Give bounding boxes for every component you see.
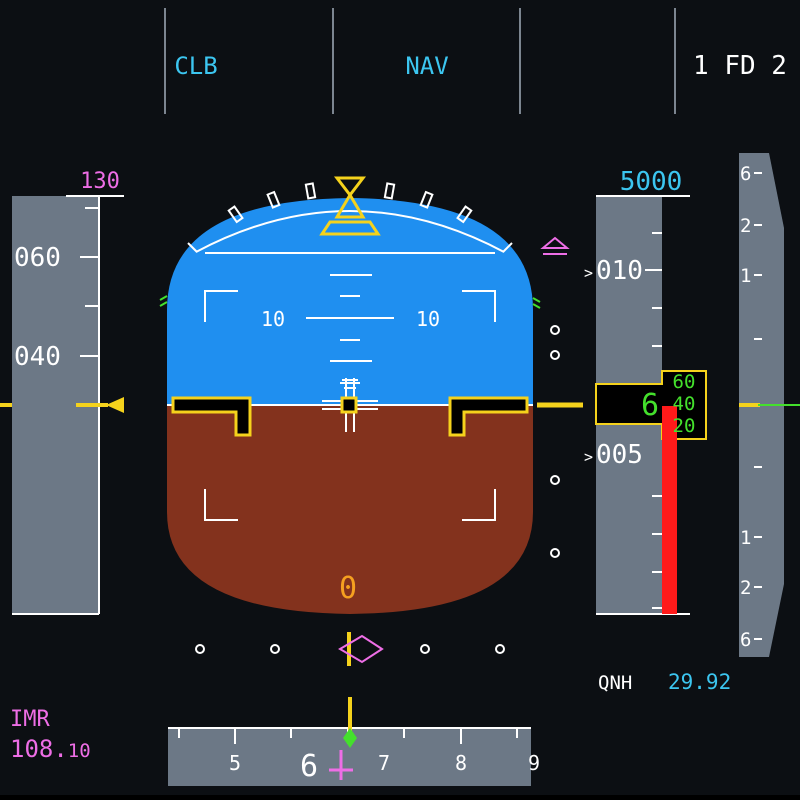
altitude-tape-label: 010 bbox=[596, 256, 643, 286]
speed-tape-ticks bbox=[80, 207, 99, 357]
vertical-deviation-dots bbox=[550, 325, 560, 558]
heading-label: 6 bbox=[300, 749, 318, 784]
vsi-label: 1 bbox=[740, 527, 751, 549]
altitude-drum-value: 20 bbox=[673, 415, 696, 437]
ground-reference-bar bbox=[662, 406, 677, 614]
localizer-diamond-icon bbox=[338, 634, 384, 664]
altitude-readout-hundreds: 6 bbox=[641, 388, 659, 423]
selected-altitude: 5000 bbox=[620, 167, 683, 197]
speed-tape-label: 040 bbox=[14, 342, 61, 372]
speed-tape: 130 060 040 bbox=[0, 169, 168, 615]
track-diamond-icon bbox=[343, 728, 357, 748]
radio-altitude-readout: 0 bbox=[339, 571, 357, 606]
heading-label: 5 bbox=[229, 751, 241, 775]
vertical-deviation-top-icon bbox=[540, 236, 570, 249]
pitch-label-left: 10 bbox=[261, 307, 285, 331]
pitch-label-right: 10 bbox=[416, 307, 440, 331]
altitude-readout-window bbox=[595, 370, 707, 440]
lateral-deviation-scale bbox=[195, 632, 505, 666]
nav-info: IMR 108.10 bbox=[10, 707, 91, 763]
heading-label-partial: 9 bbox=[528, 751, 540, 775]
slip-marker-left bbox=[159, 295, 168, 307]
bank-pointer-icon bbox=[319, 176, 381, 236]
vsi-label: 2 bbox=[740, 215, 751, 237]
speed-pointer-icon bbox=[106, 397, 124, 413]
altitude-tape-label: 005 bbox=[596, 440, 643, 470]
aircraft-symbol bbox=[171, 396, 529, 437]
speed-target-value: 130 bbox=[80, 169, 120, 194]
vsi-label: 6 bbox=[740, 163, 751, 185]
altitude-drum-value: 40 bbox=[673, 393, 696, 415]
ils-ident: IMR bbox=[10, 707, 50, 732]
flight-mode-annunciator: CLB NAV 1 FD 2 bbox=[164, 8, 787, 114]
altitude-tape-chevron: > bbox=[584, 264, 593, 282]
ils-frequency-major: 108.10 bbox=[10, 735, 91, 763]
vsi-label: 6 bbox=[740, 629, 751, 651]
bank-scale-ticks bbox=[187, 182, 513, 253]
heading-label: 7 bbox=[378, 751, 390, 775]
fma-flight-director-status: 1 FD 2 bbox=[693, 51, 787, 81]
vsi-label: 2 bbox=[740, 577, 751, 599]
ground-area bbox=[167, 405, 533, 614]
baro-setting-label: QNH bbox=[598, 672, 632, 694]
fma-vertical-mode: CLB bbox=[174, 52, 217, 80]
vertical-speed-indicator: 6 2 1 1 2 6 bbox=[739, 153, 800, 657]
baro-setting-value: 29.92 bbox=[668, 670, 731, 694]
heading-tape: 5 6 7 8 9 bbox=[168, 697, 540, 786]
fpv-brackets bbox=[204, 290, 496, 521]
heading-label: 8 bbox=[455, 751, 467, 775]
altitude-drum-value: 60 bbox=[673, 371, 696, 393]
sky-area bbox=[167, 198, 533, 405]
ils-frequency-major-text: 108. bbox=[10, 735, 68, 763]
bank-scale-arc bbox=[195, 210, 505, 253]
ils-frequency-minor-text: 10 bbox=[68, 740, 91, 762]
vsi-label: 1 bbox=[740, 265, 751, 287]
fma-lateral-mode: NAV bbox=[405, 52, 448, 80]
vsi-ticks bbox=[754, 172, 762, 640]
altitude-tape: 5000 > 010 > 005 6 60 40 20 QNH 29.92 bbox=[584, 167, 731, 694]
altitude-tape-chevron: > bbox=[584, 448, 593, 466]
altitude-tape-ticks bbox=[645, 232, 662, 609]
slip-marker-right bbox=[532, 297, 541, 309]
speed-tape-label: 060 bbox=[14, 243, 61, 273]
attitude-indicator: 10 10 0 bbox=[167, 176, 583, 614]
